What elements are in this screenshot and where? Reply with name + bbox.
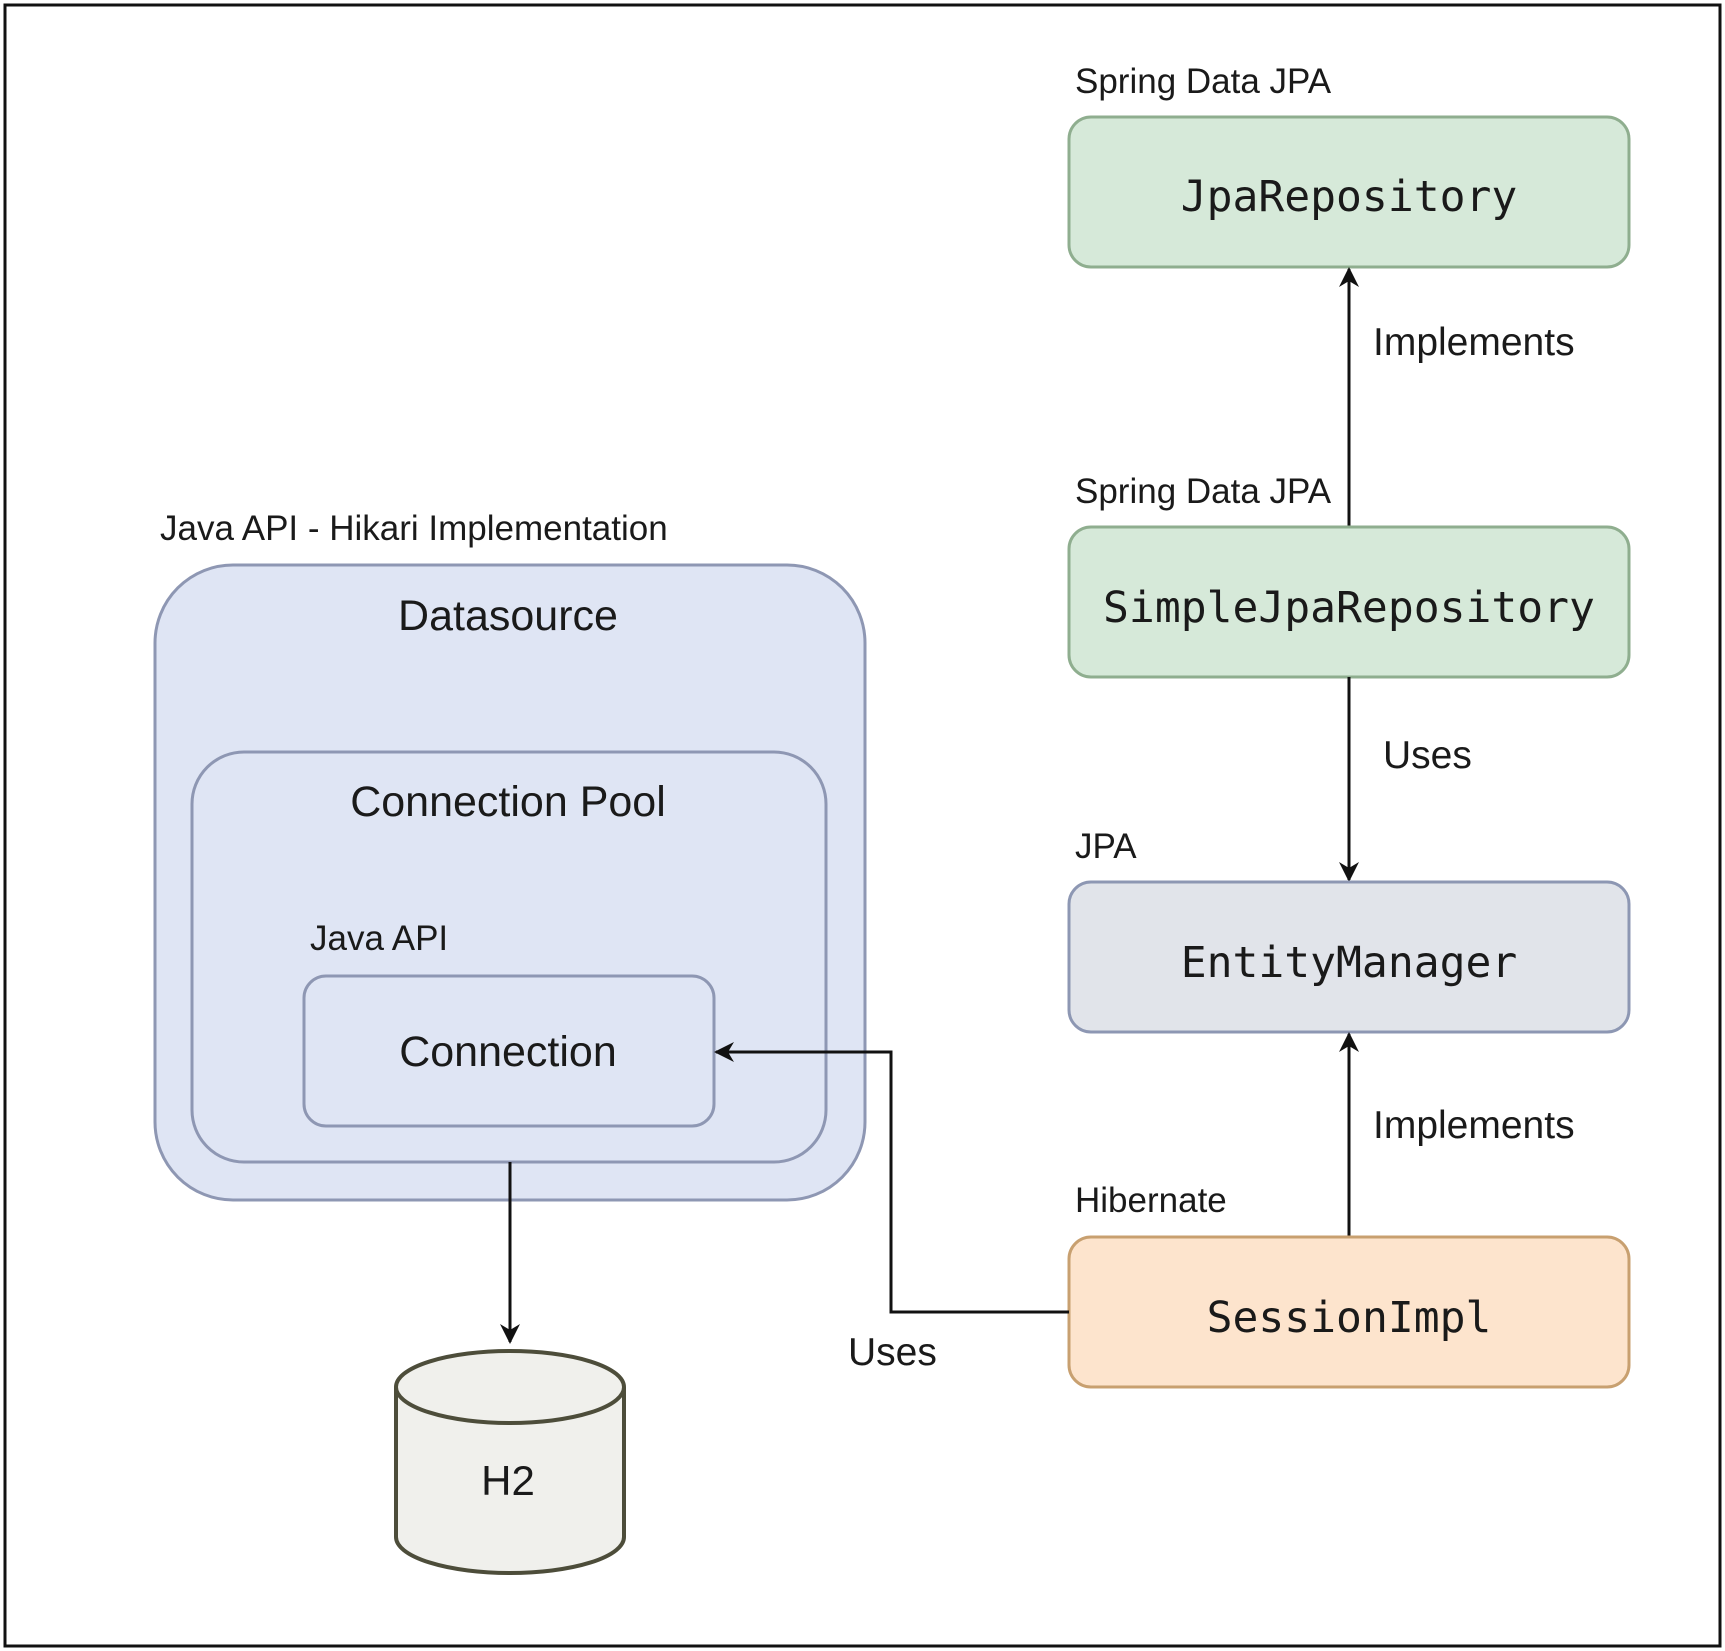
jpa-repository-caption: Spring Data JPA bbox=[1075, 62, 1332, 101]
uses-label-right: Uses bbox=[1383, 734, 1472, 777]
jpa-repository-label: JpaRepository bbox=[1181, 172, 1518, 222]
entity-manager-caption: JPA bbox=[1075, 827, 1137, 866]
session-to-connection-arrow bbox=[714, 1042, 1069, 1314]
session-impl-label: SessionImpl bbox=[1207, 1293, 1492, 1343]
datasource-group-caption: Java API - Hikari Implementation bbox=[160, 509, 668, 548]
implements-label-bottom: Implements bbox=[1373, 1104, 1575, 1147]
database-label: H2 bbox=[481, 1457, 535, 1504]
connection-group-caption: Java API bbox=[310, 919, 448, 958]
datasource-label: Datasource bbox=[398, 592, 618, 640]
connection-pool-label: Connection Pool bbox=[350, 778, 666, 826]
implements-label-top: Implements bbox=[1373, 321, 1575, 364]
session-impl-caption: Hibernate bbox=[1075, 1181, 1227, 1220]
connection-label: Connection bbox=[399, 1028, 617, 1076]
simple-jpa-repository-label: SimpleJpaRepository bbox=[1103, 583, 1595, 633]
uses-label-left: Uses bbox=[848, 1331, 937, 1374]
entity-manager-label: EntityManager bbox=[1181, 938, 1518, 988]
database-cylinder: H2 bbox=[394, 1349, 626, 1575]
simple-jpa-repository-caption: Spring Data JPA bbox=[1075, 472, 1332, 511]
